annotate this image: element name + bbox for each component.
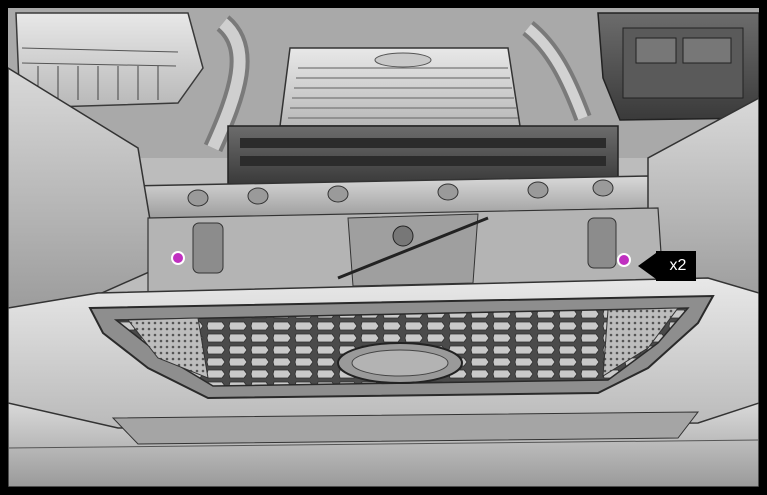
quantity-callout: x2 xyxy=(638,251,696,281)
radiator xyxy=(227,125,619,185)
callout-count-label: x2 xyxy=(669,257,687,274)
callout-arrow-icon xyxy=(638,251,696,281)
front-end-illustration xyxy=(8,8,759,487)
left-fender xyxy=(8,67,159,319)
fastener-marker-icon xyxy=(617,253,631,267)
fastener-marker-icon xyxy=(171,251,185,265)
